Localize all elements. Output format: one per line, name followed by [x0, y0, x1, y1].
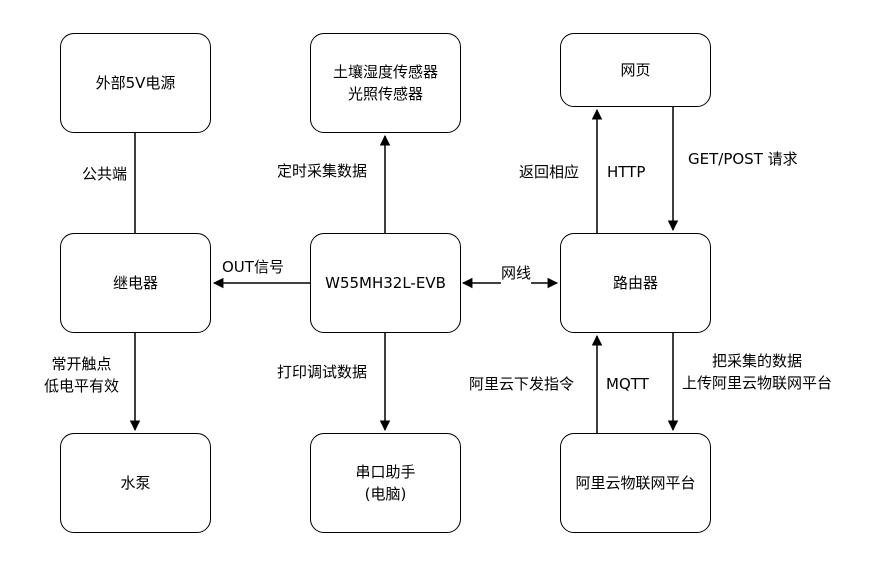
node-router: 路由器 [560, 233, 711, 333]
edge-label-relay-pump: 常开触点 低电平有效 [44, 353, 120, 397]
edge-label-aliyun-cmd: 阿里云下发指令 [469, 373, 575, 395]
node-serial-label-1: 串口助手 [355, 463, 416, 481]
node-router-label: 路由器 [612, 274, 658, 292]
edge-label-timed-collect: 定时采集数据 [277, 160, 368, 182]
node-serial: 串口助手 (电脑) [310, 433, 461, 533]
node-relay-label: 继电器 [112, 274, 158, 292]
edge-label-http: HTTP [607, 161, 646, 183]
edge-label-print-debug: 打印调试数据 [277, 361, 368, 383]
edge-label-relay-pump-1: 常开触点 [51, 355, 112, 373]
node-power: 外部5V电源 [60, 33, 211, 133]
edge-label-upload-2: 上传阿里云物联网平台 [682, 374, 833, 392]
node-power-label: 外部5V电源 [95, 74, 176, 92]
edge-label-get-post: GET/POST 请求 [688, 148, 798, 170]
edge-label-relay-pump-2: 低电平有效 [44, 377, 120, 395]
node-sensors: 土壤湿度传感器 光照传感器 [310, 33, 461, 133]
node-mcu-label: W55MH32L-EVB [325, 274, 446, 292]
edge-label-common: 公共端 [82, 163, 128, 185]
edge-label-mqtt: MQTT [606, 373, 649, 395]
node-sensors-label-2: 光照传感器 [347, 85, 423, 103]
node-mcu: W55MH32L-EVB [310, 233, 461, 333]
edge-label-upload-1: 把采集的数据 [712, 352, 803, 370]
node-sensors-label-1: 土壤湿度传感器 [332, 63, 438, 81]
node-webpage-label: 网页 [620, 61, 651, 79]
node-relay: 继电器 [60, 233, 211, 333]
edge-label-upload: 把采集的数据 上传阿里云物联网平台 [682, 350, 833, 394]
node-serial-label-2: (电脑) [364, 485, 407, 503]
node-webpage: 网页 [560, 33, 711, 107]
node-pump: 水泵 [60, 433, 211, 533]
edge-label-return: 返回相应 [519, 161, 580, 183]
edge-label-out-signal: OUT信号 [222, 256, 284, 278]
node-aliyun: 阿里云物联网平台 [560, 433, 711, 533]
node-aliyun-label: 阿里云物联网平台 [575, 474, 696, 492]
edge-label-network-cable: 网线 [501, 262, 532, 284]
node-pump-label: 水泵 [120, 474, 151, 492]
